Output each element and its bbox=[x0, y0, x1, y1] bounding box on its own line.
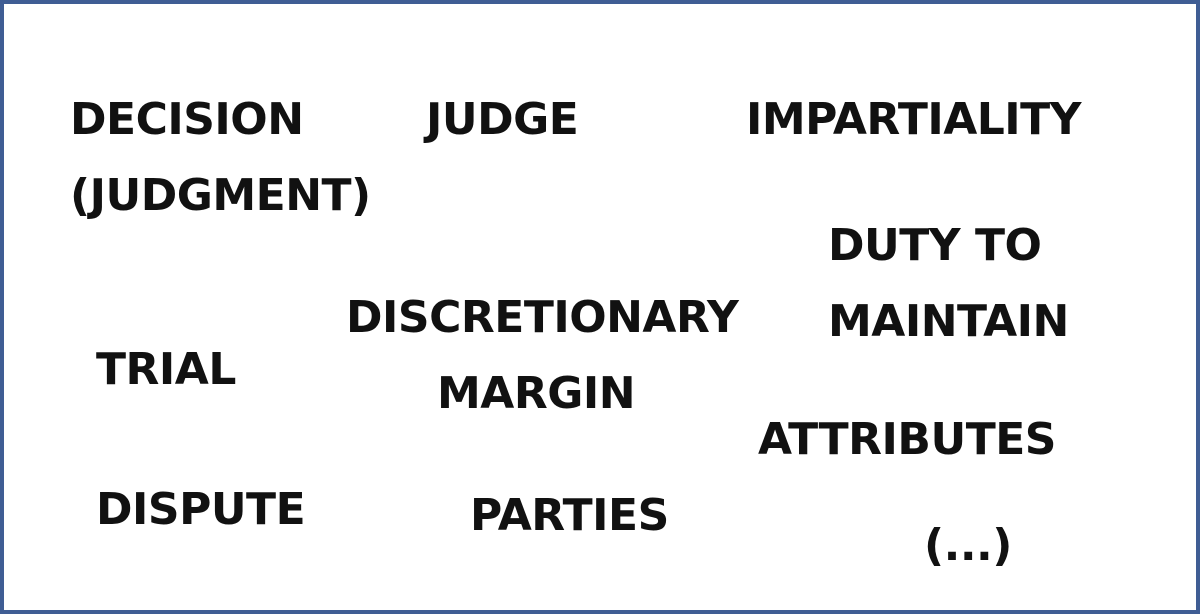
term-duty-line-1: DUTY TO bbox=[828, 220, 1042, 271]
term-duty-line-2: MAINTAIN bbox=[828, 296, 1069, 347]
term-duty-to-maintain: DUTY TO MAINTAIN bbox=[828, 208, 1069, 360]
term-impartiality: IMPARTIALITY bbox=[746, 94, 1082, 145]
term-decision-judgment: DECISION (JUDGMENT) bbox=[70, 82, 371, 234]
term-ellipsis: (...) bbox=[924, 520, 1012, 571]
term-parties: PARTIES bbox=[470, 490, 669, 541]
term-judge: JUDGE bbox=[426, 94, 579, 145]
term-trial: TRIAL bbox=[96, 344, 236, 395]
term-attributes: ATTRIBUTES bbox=[758, 414, 1056, 465]
term-discretionary-margin: DISCRETIONARY MARGIN bbox=[346, 280, 739, 432]
term-dispute: DISPUTE bbox=[96, 484, 306, 535]
term-discretionary-line-2: MARGIN bbox=[436, 368, 636, 419]
term-decision-line-2: (JUDGMENT) bbox=[70, 170, 371, 221]
term-discretionary-line-1: DISCRETIONARY bbox=[346, 292, 739, 343]
term-decision-line-1: DECISION bbox=[70, 94, 304, 145]
